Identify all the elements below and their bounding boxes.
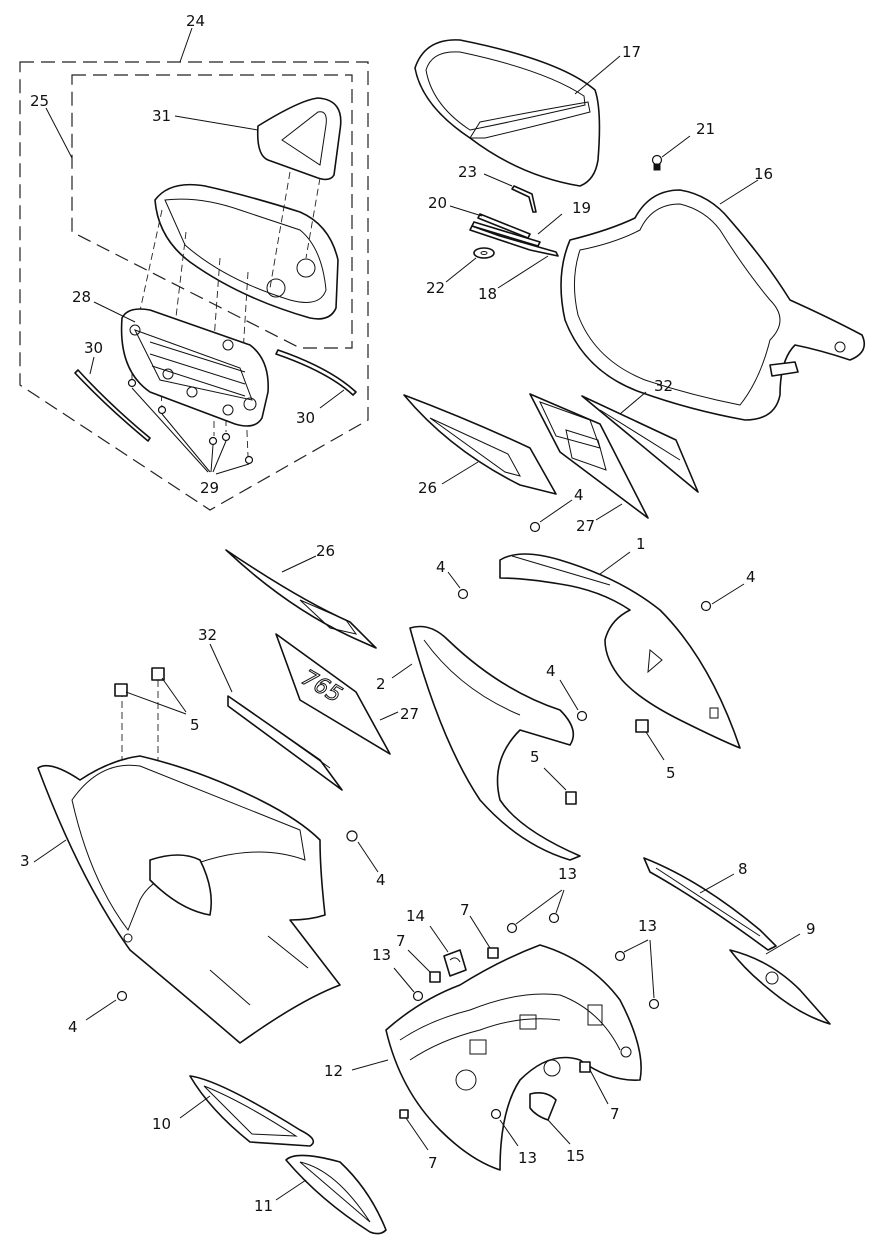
callout-4a: 4 (574, 486, 584, 504)
callout-17: 17 (622, 43, 641, 61)
bracket-9-part (729, 933, 831, 1025)
callout-2: 2 (376, 675, 386, 693)
seat-cowl-body-part (154, 183, 339, 320)
seat-cowl-kit-group (19, 27, 369, 511)
rider-seat-part (560, 179, 866, 421)
callout-21: 21 (696, 120, 715, 138)
callout-4d: 4 (546, 662, 556, 680)
clips-5 (114, 667, 665, 805)
callout-7a: 7 (460, 901, 470, 919)
tail-panel-1-part (499, 551, 741, 749)
callout-4b: 4 (436, 558, 446, 576)
callout-13b: 13 (638, 917, 657, 935)
trim-strips-30 (74, 349, 357, 442)
callout-32b: 32 (198, 626, 217, 644)
seat-hardware (445, 173, 563, 289)
callout-13a: 13 (558, 865, 577, 883)
callout-24: 24 (186, 12, 205, 30)
callout-27b: 27 (400, 705, 419, 723)
callout-22: 22 (426, 279, 445, 297)
callout-7b: 7 (396, 932, 406, 950)
callout-5b: 5 (530, 748, 540, 766)
callout-23: 23 (458, 163, 477, 181)
callout-10: 10 (152, 1115, 171, 1133)
callout-30a: 30 (84, 339, 103, 357)
latch-14-part (429, 925, 467, 977)
callout-16: 16 (754, 165, 773, 183)
screws-13 (393, 889, 660, 1147)
callout-labels: 24 25 31 28 30 30 29 17 21 23 16 20 19 2… (20, 12, 816, 1215)
callout-14: 14 (406, 907, 425, 925)
callout-8: 8 (738, 860, 748, 878)
cowl-pad-part (174, 97, 342, 181)
clips-7 (399, 915, 609, 1151)
callout-26a: 26 (418, 479, 437, 497)
callout-31: 31 (152, 107, 171, 125)
callout-7d: 7 (428, 1154, 438, 1172)
callout-4f: 4 (68, 1018, 78, 1036)
callout-7c: 7 (610, 1105, 620, 1123)
side-panel-3-part (33, 755, 341, 1044)
callout-3: 3 (20, 852, 30, 870)
callout-13d: 13 (518, 1149, 537, 1167)
callout-1: 1 (636, 535, 646, 553)
screws-4 (85, 499, 745, 1021)
callout-20: 20 (428, 194, 447, 212)
callout-26b: 26 (316, 542, 335, 560)
screw-21 (651, 135, 691, 171)
pillion-seat-part (414, 39, 621, 187)
decals-upper (403, 391, 699, 521)
callout-11: 11 (254, 1197, 273, 1215)
callout-30b: 30 (296, 409, 315, 427)
side-panel-2-part (391, 625, 581, 861)
callout-25: 25 (30, 92, 49, 110)
callout-4c: 4 (746, 568, 756, 586)
callout-15: 15 (566, 1147, 585, 1165)
panel-10-part (179, 1075, 315, 1147)
callout-19: 19 (572, 199, 591, 217)
bracket-8-part (643, 857, 777, 951)
pad-15-part (529, 1092, 571, 1145)
panel-11-part (275, 1154, 387, 1235)
callout-9: 9 (806, 920, 816, 938)
callout-29: 29 (200, 479, 219, 497)
callout-4e: 4 (376, 871, 386, 889)
callout-13c: 13 (372, 946, 391, 964)
callout-28: 28 (72, 288, 91, 306)
callout-18: 18 (478, 285, 497, 303)
callout-5a: 5 (190, 716, 200, 734)
seat-cowl-base-part (93, 301, 269, 427)
undertray-12-part (351, 944, 642, 1171)
callout-32a: 32 (654, 377, 673, 395)
screws-29 (127, 378, 254, 475)
callout-12: 12 (324, 1062, 343, 1080)
callout-27a: 27 (576, 517, 595, 535)
decals-lower: 765 (209, 549, 399, 791)
callout-5c: 5 (666, 764, 676, 782)
